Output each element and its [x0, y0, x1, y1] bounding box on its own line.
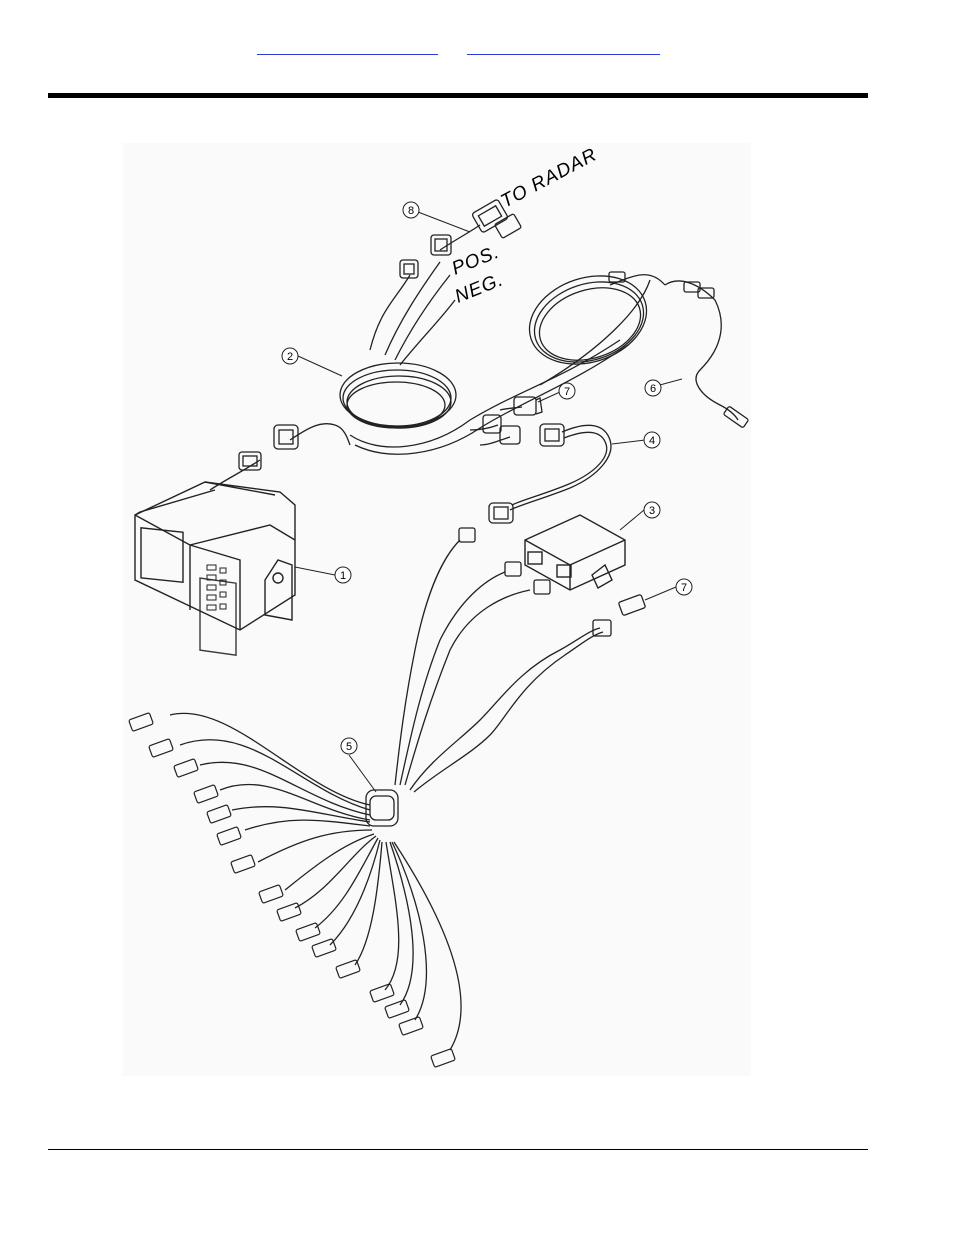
- callout-label-5: 5: [346, 741, 352, 753]
- note-to-radar: TO RADAR: [497, 144, 600, 212]
- callout-label-7-upper: 7: [564, 386, 570, 398]
- callout-label-4: 4: [649, 435, 655, 447]
- console-keypad: [207, 565, 226, 610]
- callout-label-2: 2: [287, 351, 293, 363]
- module-3: [525, 515, 625, 590]
- callout-label-6: 6: [650, 383, 656, 395]
- callout-label-7-lower: 7: [681, 582, 687, 594]
- callout-leaders: [295, 212, 682, 792]
- sensor-harness-5: [170, 528, 646, 1050]
- callout-label-8: 8: [408, 205, 414, 217]
- connector-console-main: [239, 425, 298, 470]
- callout-label-1: 1: [340, 570, 346, 582]
- cable-4: [489, 425, 611, 523]
- footer-rule: [48, 1149, 868, 1150]
- console-unit: [135, 482, 295, 655]
- callout-label-3: 3: [649, 505, 655, 517]
